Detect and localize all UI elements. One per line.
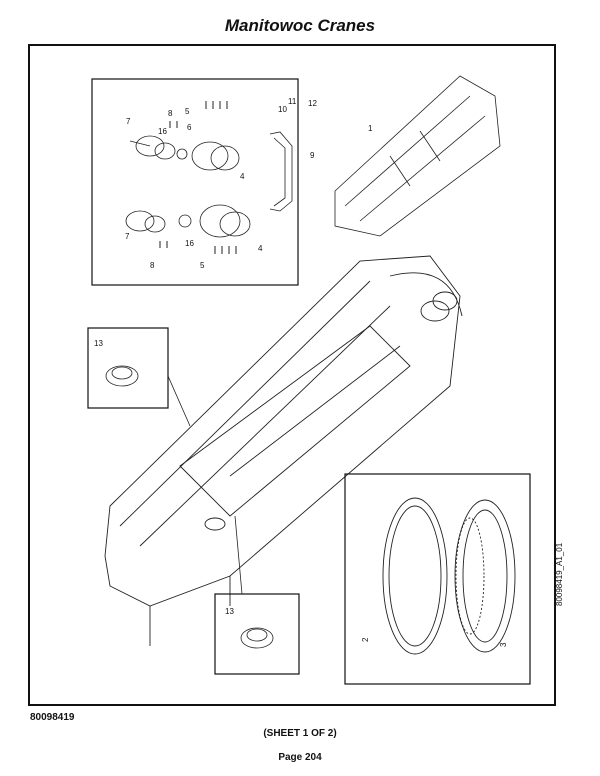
bearing-inset-upper [87,327,169,409]
slewing-ring-inset [344,473,531,685]
sheet-label: (SHEET 1 OF 2) [263,728,337,739]
bearing-upper [105,365,191,427]
callout-1: 1 [368,124,373,133]
callout-4b: 4 [258,244,263,253]
callout-5b: 5 [200,261,205,270]
bearing-lower [234,515,274,649]
callout-7: 7 [126,117,131,126]
drive-assembly-inset [91,78,299,286]
figure-id: 80098419_A1_01 [555,542,564,606]
callout-13b: 13 [225,607,234,616]
callout-4: 4 [240,172,245,181]
callout-5: 5 [185,107,190,116]
callout-10: 10 [278,105,287,114]
carbody-main-frame [104,255,463,646]
callout-8b: 8 [150,261,155,270]
page-number: Page 204 [278,752,322,763]
drive-assembly-parts [125,101,293,254]
callout-16b: 16 [185,239,194,248]
slewing-ring-parts [382,497,516,655]
callout-9: 9 [310,151,315,160]
callout-13: 13 [94,339,103,348]
doc-number: 80098419 [30,712,75,723]
parts-diagram-frame: 7 16 8 5 6 4 7 16 8 5 4 10 11 12 9 1 [28,44,564,706]
bearing-inset-lower [214,593,300,675]
callout-6: 6 [187,123,192,132]
exploded-view-drawing: 7 16 8 5 6 4 7 16 8 5 4 10 11 12 9 1 [87,75,531,685]
carbody-upper-sketch [334,75,501,237]
callout-12: 12 [308,99,317,108]
callout-16: 16 [158,127,167,136]
callout-7b: 7 [125,232,130,241]
callout-3: 3 [499,642,508,647]
callout-2: 2 [361,637,370,642]
callout-11: 11 [288,97,297,106]
callout-8: 8 [168,109,173,118]
page-title: Manitowoc Cranes [224,16,376,35]
